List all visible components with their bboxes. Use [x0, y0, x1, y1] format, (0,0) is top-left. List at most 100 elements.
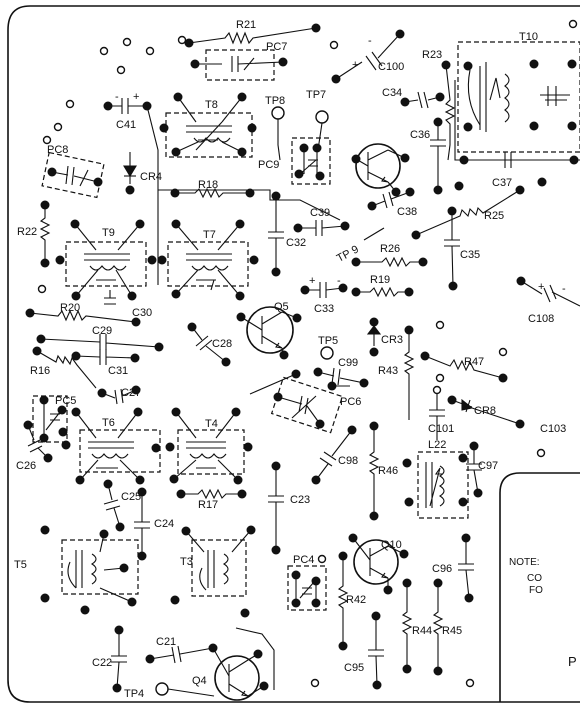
label-c30: C30: [132, 307, 152, 319]
r20-c30-area: R20 C30: [25, 284, 152, 327]
label-t6: T6: [102, 417, 115, 429]
t10-assembly: T10: [454, 31, 580, 161]
cr8-c101-c103-area: CR8 C101 C103: [428, 385, 566, 458]
svg-text:+: +: [538, 281, 544, 293]
label-cr4: CR4: [140, 171, 162, 183]
label-tp5: TP5: [318, 335, 338, 347]
label-c39: C39: [310, 207, 330, 219]
label-t3: T3: [180, 556, 193, 568]
c37-r18-c38-r25-area: C37 R18 C38 R25: [170, 152, 579, 240]
label-c22: C22: [92, 657, 112, 669]
mounting-holes: [65, 19, 578, 688]
note-line-p: P: [568, 654, 577, 669]
label-tp7: TP7: [306, 89, 326, 101]
board-cutout: [499, 472, 580, 702]
label-r46: R46: [378, 465, 398, 477]
label-c37: C37: [492, 177, 512, 189]
label-tp4: TP4: [124, 688, 144, 700]
note-line-co: CO: [527, 573, 542, 584]
svg-text:+: +: [309, 275, 315, 287]
label-c95: C95: [344, 662, 364, 674]
label-cr3: CR3: [381, 334, 403, 346]
label-r25: R25: [484, 210, 504, 222]
svg-text:+: +: [352, 59, 358, 71]
label-r42: R42: [346, 594, 366, 606]
c98-r46-l22-c97-area: C98 R46 L22 C97: [311, 421, 498, 521]
label-c98: C98: [338, 455, 358, 467]
label-r18: R18: [198, 179, 218, 191]
label-r45: R45: [442, 625, 462, 637]
label-c29: C29: [92, 325, 112, 337]
label-r23: R23: [422, 49, 442, 61]
c31-r16-c27-pc5-area: C31 R16 C27 PC5 C26: [16, 346, 141, 472]
q10-pc4-r42-c96-area: Q10 PC4 R42 C96: [287, 533, 474, 651]
label-r43: R43: [378, 365, 398, 377]
label-r22: R22: [17, 226, 37, 238]
label-r20: R20: [60, 302, 80, 314]
label-c36: C36: [410, 129, 430, 141]
label-c25: C25: [121, 491, 141, 503]
label-t8: T8: [205, 99, 218, 111]
label-c26: C26: [16, 460, 36, 472]
pc8-cr4-area: PC8 CR4: [41, 122, 162, 199]
svg-text:-: -: [562, 283, 566, 295]
label-r16: R16: [30, 365, 50, 377]
t6-t4-r17-area: T6 T4 R17: [61, 407, 253, 511]
label-t4: T4: [205, 418, 218, 430]
r44-r45-c95-area: R44 R45 C95: [344, 578, 462, 690]
label-c35: C35: [460, 249, 480, 261]
cr3-tp5-c99-r43-r47-area: CR3 TP5 C99 R43 R47: [313, 317, 508, 420]
label-t7: T7: [203, 229, 216, 241]
label-pc7: PC7: [266, 41, 287, 53]
label-c24: C24: [154, 518, 174, 530]
label-tp8: TP8: [265, 95, 285, 107]
label-r17: R17: [198, 499, 218, 511]
c21-c22-q4-tp4-area: C21 C22 Q4 TP4: [92, 625, 275, 701]
label-c96: C96: [432, 563, 452, 575]
note-line-fo: FO: [529, 585, 543, 596]
svg-text:-: -: [368, 35, 372, 47]
svg-text:+: +: [133, 91, 139, 103]
svg-text:-: -: [337, 275, 341, 287]
label-c32: C32: [286, 237, 306, 249]
label-t5: T5: [14, 559, 27, 571]
label-pc5: PC5: [55, 395, 76, 407]
label-c38: C38: [397, 206, 417, 218]
label-r19: R19: [370, 274, 390, 286]
label-r44: R44: [412, 625, 432, 637]
q-near-c38: [351, 143, 410, 197]
label-r26: R26: [380, 243, 400, 255]
label-pc4: PC4: [293, 554, 314, 566]
label-q5: Q5: [274, 301, 289, 313]
t5-t3-area: T5 T3: [14, 525, 256, 618]
c100-area: + - C100: [331, 29, 405, 84]
board-outline: [7, 5, 580, 703]
label-c23: C23: [290, 494, 310, 506]
label-r47: R47: [464, 356, 484, 368]
label-l22: L22: [428, 439, 446, 451]
label-c100: C100: [378, 61, 404, 73]
c33-r19-c108-area: + - C33 R19 + - C108: [300, 274, 580, 325]
c25-c24-c23-area: C25 C24 C23: [103, 461, 310, 561]
label-q4: Q4: [192, 675, 207, 687]
c29-q5-c28-area: C29 Q5 C28: [36, 301, 302, 367]
label-pc9: PC9: [258, 159, 279, 171]
svg-text:-: -: [115, 91, 119, 103]
label-c103: C103: [540, 423, 566, 435]
label-c34: C34: [382, 87, 402, 99]
label-t10: T10: [519, 31, 538, 43]
tp8-tp7-pc9-area: TP8 TP7 PC9: [258, 89, 331, 185]
label-c108: C108: [528, 313, 554, 325]
r23-c34-c36-area: R23 C34 C36: [382, 49, 456, 195]
r21-pc7-area: R21 PC7: [184, 19, 321, 81]
label-c101: C101: [428, 423, 454, 435]
label-c41: C41: [116, 119, 136, 131]
label-c33: C33: [314, 303, 334, 315]
pc6-area: PC6: [249, 369, 361, 434]
label-pc6: PC6: [340, 396, 361, 408]
label-t9: T9: [102, 227, 115, 239]
c41-t8-area: - + C41 T8: [103, 91, 341, 285]
note-label: NOTE:: [509, 557, 540, 568]
